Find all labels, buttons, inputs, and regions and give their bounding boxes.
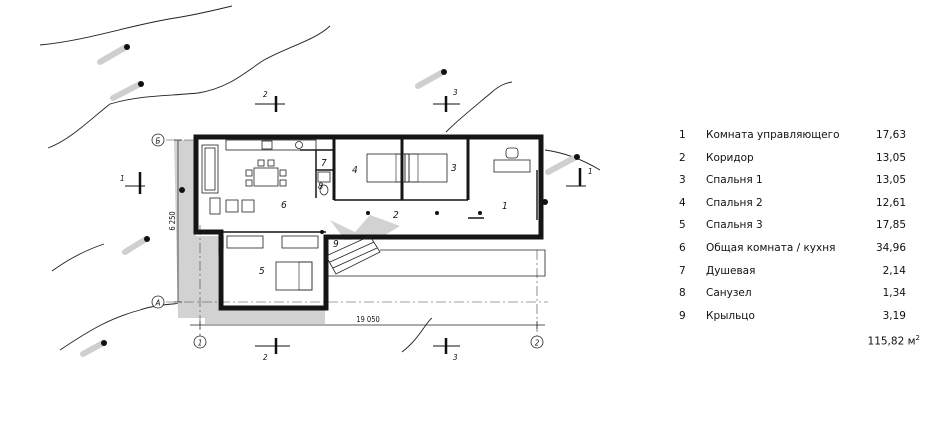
room-numbers: 1 2 3 4 5 6 7 8 9 bbox=[259, 158, 508, 277]
legend-room-number: 4 bbox=[679, 196, 686, 209]
legend-room-number: 3 bbox=[679, 174, 686, 187]
legend-row: 5 Спальня 3 17,85 bbox=[676, 218, 934, 241]
legend-room-name: Крыльцо bbox=[706, 309, 755, 322]
legend-room-number: 5 bbox=[679, 219, 686, 232]
room-legend: 1 Комната управляющего 17,63 2 Коридор 1… bbox=[676, 128, 934, 354]
axis-markers bbox=[151, 133, 544, 349]
legend-room-name: Общая комната / кухня bbox=[706, 241, 836, 254]
section-cut-markers bbox=[125, 96, 586, 354]
room-number-9: 9 bbox=[333, 239, 339, 250]
legend-room-area: 12,61 bbox=[875, 196, 906, 209]
room-number-1: 1 bbox=[502, 201, 508, 212]
legend-room-name: Спальня 1 bbox=[706, 174, 763, 187]
legend-total-row: 115,82 м2 bbox=[676, 331, 934, 354]
terrain-contours bbox=[39, 5, 601, 353]
legend-room-name: Комната управляющего bbox=[706, 129, 840, 141]
room-number-5: 5 bbox=[259, 266, 265, 277]
legend-room-area: 1,34 bbox=[882, 287, 906, 300]
legend-room-area: 34,96 bbox=[875, 241, 906, 254]
legend-room-area: 17,85 bbox=[875, 219, 906, 232]
section-label-3-top: 3 bbox=[453, 88, 458, 97]
legend-total-unit: м bbox=[907, 335, 916, 348]
axis-bubble-2 bbox=[530, 335, 544, 349]
floor-plan-drawing: 1 2 3 4 5 6 7 8 9 Б A 1 2 1 1 bbox=[39, 5, 601, 362]
section-label-2-top: 2 bbox=[263, 90, 268, 99]
legend-room-name: Душевая bbox=[706, 264, 756, 277]
axis-marker-labels: Б A 1 2 bbox=[155, 137, 540, 348]
legend-room-area: 13,05 bbox=[875, 151, 906, 164]
legend-room-area: 13,05 bbox=[875, 174, 906, 187]
section-label-1-left: 1 bbox=[120, 174, 125, 183]
section-label-1-right: 1 bbox=[588, 167, 593, 176]
legend-room-name: Спальня 2 bbox=[706, 196, 763, 209]
section-label-3-bottom: 3 bbox=[453, 353, 458, 362]
legend-row: 6 Общая комната / кухня 34,96 bbox=[676, 241, 934, 264]
room-number-7: 7 bbox=[321, 158, 327, 169]
legend-total-value: 115,82 bbox=[867, 335, 905, 348]
axis-label-1: 1 bbox=[198, 339, 203, 348]
legend-total: 115,82 м2 bbox=[868, 331, 920, 349]
legend-row: 9 Крыльцо 3,19 bbox=[676, 309, 934, 332]
legend-room-name: Спальня 3 bbox=[706, 219, 763, 232]
dimension-depth: 6 250 bbox=[168, 211, 177, 230]
legend-row: 4 Спальня 2 12,61 bbox=[676, 196, 934, 219]
legend-row: 7 Душевая 2,14 bbox=[676, 264, 934, 287]
axis-bubble-1 bbox=[193, 335, 207, 349]
legend-room-number: 2 bbox=[679, 151, 686, 164]
legend-row: 2 Коридор 13,05 bbox=[676, 151, 934, 174]
legend-room-number: 6 bbox=[679, 241, 686, 254]
axis-label-a: A bbox=[155, 299, 161, 308]
legend-row: 1 Комната управляющего 17,63 bbox=[676, 128, 934, 151]
legend-room-area: 17,63 bbox=[875, 129, 906, 141]
room-number-6: 6 bbox=[281, 200, 287, 211]
legend-row: 8 Санузел 1,34 bbox=[676, 286, 934, 309]
legend-room-number: 1 bbox=[679, 129, 686, 141]
legend-total-exponent: 2 bbox=[915, 334, 920, 343]
room-number-2: 2 bbox=[393, 210, 399, 221]
porch-ramp bbox=[325, 235, 546, 277]
dimension-width: 19 050 bbox=[356, 315, 380, 324]
legend-room-name: Коридор bbox=[706, 151, 754, 164]
legend-room-number: 7 bbox=[679, 264, 686, 277]
legend-room-area: 3,19 bbox=[882, 309, 906, 322]
axis-bubble-a bbox=[151, 295, 165, 309]
furniture bbox=[201, 139, 538, 291]
legend-room-number: 8 bbox=[679, 287, 686, 300]
legend-row: 3 Спальня 1 13,05 bbox=[676, 173, 934, 196]
axis-label-2: 2 bbox=[535, 339, 540, 348]
axis-bubble-b bbox=[151, 133, 165, 147]
axis-label-b: Б bbox=[156, 137, 161, 146]
section-label-2-bottom: 2 bbox=[263, 353, 268, 362]
room-number-4: 4 bbox=[352, 165, 358, 176]
dimension-lines bbox=[174, 139, 545, 329]
room-number-8: 8 bbox=[318, 182, 323, 192]
legend-room-number: 9 bbox=[679, 309, 686, 322]
wall-dots bbox=[179, 187, 548, 234]
legend-room-area: 2,14 bbox=[882, 264, 906, 277]
legend-room-name: Санузел bbox=[706, 287, 752, 300]
section-cut-labels: 1 1 2 3 2 3 bbox=[120, 88, 593, 362]
walls bbox=[193, 134, 544, 311]
room-number-3: 3 bbox=[451, 163, 457, 174]
trees bbox=[80, 44, 580, 357]
